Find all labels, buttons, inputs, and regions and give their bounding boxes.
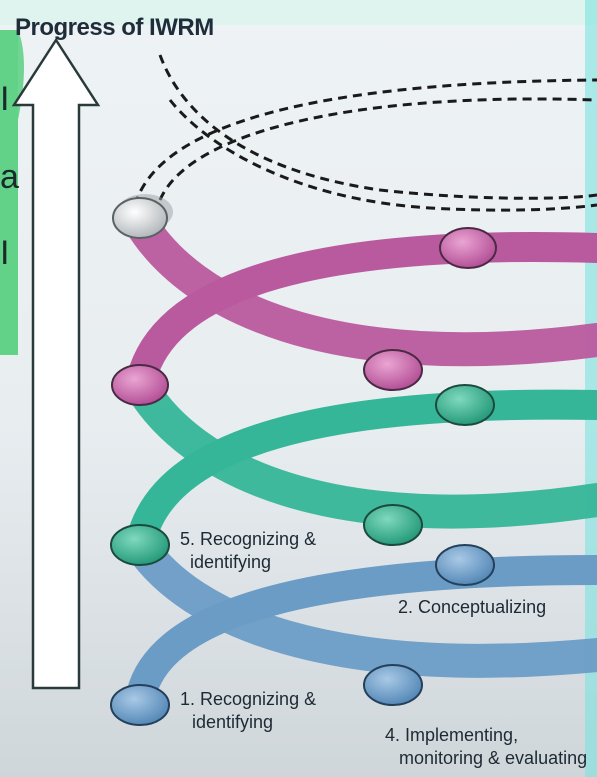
diagram-title: Progress of IWRM (15, 14, 214, 41)
label-stage-4-line-2: monitoring & evaluating (399, 748, 588, 768)
label-stage-1: 1. Recognizing & identifying (180, 688, 316, 734)
stage-nodes (110, 194, 497, 726)
node-pink-right (439, 227, 497, 269)
label-stage-1-line-1: 1. Recognizing & (180, 689, 317, 709)
node-teal-left (110, 524, 170, 566)
label-stage-4: 4. Implementing, monitoring & evaluating (385, 724, 590, 770)
node-blue-left (110, 684, 170, 726)
label-stage-2-line-1: 2. Conceptualizing (398, 597, 547, 617)
side-fragment-2: a (0, 158, 19, 196)
label-stage-4-line-1: 4. Implementing, (385, 725, 519, 745)
progress-arrow (11, 37, 101, 690)
label-stage-5-line-2: identifying (190, 552, 272, 572)
top-strip (0, 0, 597, 25)
side-panel-edge (0, 30, 24, 355)
label-stage-5: 5. Recognizing & identifying (180, 528, 316, 574)
node-gray-top (112, 197, 168, 239)
node-blue-right (435, 544, 495, 586)
node-pink-left (111, 364, 169, 406)
label-stage-2: 2. Conceptualizing (398, 596, 546, 619)
node-blue-middle (363, 664, 423, 706)
node-pink-middle (363, 349, 423, 391)
dashed-loops (133, 54, 597, 212)
side-fragment-3: I (0, 234, 10, 272)
side-fragment-1: I (0, 80, 10, 118)
label-stage-1-line-2: identifying (192, 712, 274, 732)
label-stage-5-line-1: 5. Recognizing & (180, 529, 317, 549)
node-teal-middle (363, 504, 423, 546)
node-teal-right (435, 384, 495, 426)
